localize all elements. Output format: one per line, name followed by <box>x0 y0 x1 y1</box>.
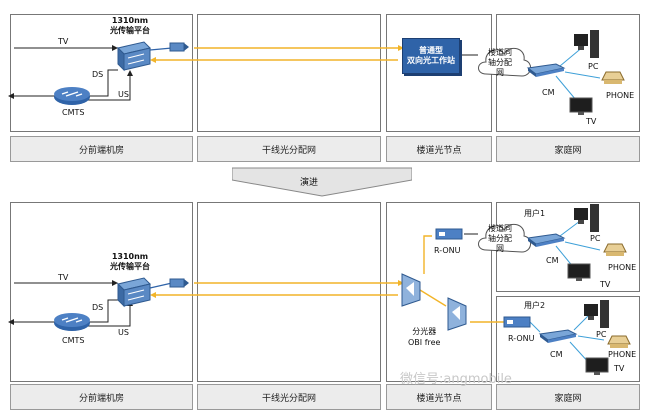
top-transport-platform-icon <box>117 41 151 72</box>
bottom-user2-cm-label: CM <box>550 350 563 359</box>
top-pc-icon <box>574 30 599 58</box>
bottom-transport-platform-icon <box>117 277 151 308</box>
top-trunk-panel <box>197 14 381 132</box>
bottom-section-node: 楼道光节点 <box>386 384 492 410</box>
bottom-us-label: US <box>118 328 129 337</box>
bottom-user2-phone-icon <box>607 335 631 348</box>
bottom-ronu-bottom-label: R-ONU <box>508 334 535 343</box>
top-section-headend: 分前端机房 <box>10 136 193 162</box>
top-ds-label: DS <box>92 70 104 79</box>
bottom-user1-cm-label: CM <box>546 256 559 265</box>
bottom-user1-pc-icon <box>574 204 599 232</box>
top-phone-icon <box>601 71 625 84</box>
bottom-section-home: 家庭网 <box>496 384 640 410</box>
top-pc-label: PC <box>588 62 599 71</box>
evolve-arrow <box>232 167 412 197</box>
bottom-user2-pc-icon <box>584 300 609 328</box>
bottom-user1-tv-label: TV <box>600 280 611 289</box>
bottom-ronu-bottom-icon <box>503 316 531 328</box>
bottom-splitter-right-icon <box>447 297 467 331</box>
top-coax-cloud-icon <box>478 47 531 77</box>
bottom-user1-phone-icon <box>603 243 627 256</box>
top-headend-panel <box>10 14 193 132</box>
bottom-optical-tx-icon <box>169 278 189 288</box>
bottom-user1-pc-label: PC <box>590 234 601 243</box>
top-platform-label: 1310nm 光传输平台 <box>110 16 150 35</box>
bottom-user1-tv-icon <box>567 263 591 281</box>
evolve-label: 演进 <box>300 178 319 188</box>
top-phone-label: PHONE <box>606 91 635 100</box>
bottom-section-trunk: 干线光分配网 <box>197 384 381 410</box>
bottom-ronu-top-icon <box>435 228 463 240</box>
top-section-trunk: 干线光分配网 <box>197 136 381 162</box>
bottom-cmts-icon <box>54 313 90 331</box>
top-optical-node: 普通型 双向光工作站 <box>402 38 460 74</box>
bottom-user2-cm-icon <box>538 329 578 343</box>
top-tv2-label: TV <box>586 117 597 126</box>
bottom-section-headend: 分前端机房 <box>10 384 193 410</box>
bottom-headend-panel <box>10 202 193 382</box>
bottom-platform-label: 1310nm 光传输平台 <box>110 252 150 271</box>
top-coax-label: 楼道同 轴分配 网 <box>488 48 512 77</box>
top-cmts-label: CMTS <box>62 108 85 117</box>
bottom-tv-label: TV <box>58 273 69 282</box>
watermark: 微信号:angmobile <box>400 372 512 387</box>
bottom-splitter-left-icon <box>401 273 421 307</box>
bottom-user2-phone-label: PHONE <box>608 350 637 359</box>
bottom-user2-tv-icon <box>585 357 609 375</box>
top-tv-icon <box>569 97 593 115</box>
top-us-label: US <box>118 90 129 99</box>
bottom-user2-label: 用户2 <box>524 301 546 310</box>
top-cmts-icon <box>54 87 90 105</box>
bottom-user2-pc-label: PC <box>596 330 607 339</box>
bottom-cmts-label: CMTS <box>62 336 85 345</box>
bottom-user1-phone-label: PHONE <box>608 263 637 272</box>
bottom-user1-label: 用户1 <box>524 209 546 218</box>
bottom-coax-label: 楼道同 轴分配 网 <box>488 224 512 253</box>
bottom-user1-cm-icon <box>526 233 566 247</box>
bottom-trunk-panel <box>197 202 381 382</box>
bottom-user2-tv-label: TV <box>614 364 625 373</box>
top-optical-tx-icon <box>169 42 189 52</box>
top-cm-label: CM <box>542 88 555 97</box>
bottom-ds-label: DS <box>92 303 104 312</box>
top-cm-icon <box>526 63 566 77</box>
top-section-home: 家庭网 <box>496 136 640 162</box>
top-tv-label: TV <box>58 37 69 46</box>
top-section-node: 楼道光节点 <box>386 136 492 162</box>
bottom-ronu-top-label: R-ONU <box>434 246 461 255</box>
bottom-splitter-label: 分光器 OBI free <box>408 327 441 347</box>
